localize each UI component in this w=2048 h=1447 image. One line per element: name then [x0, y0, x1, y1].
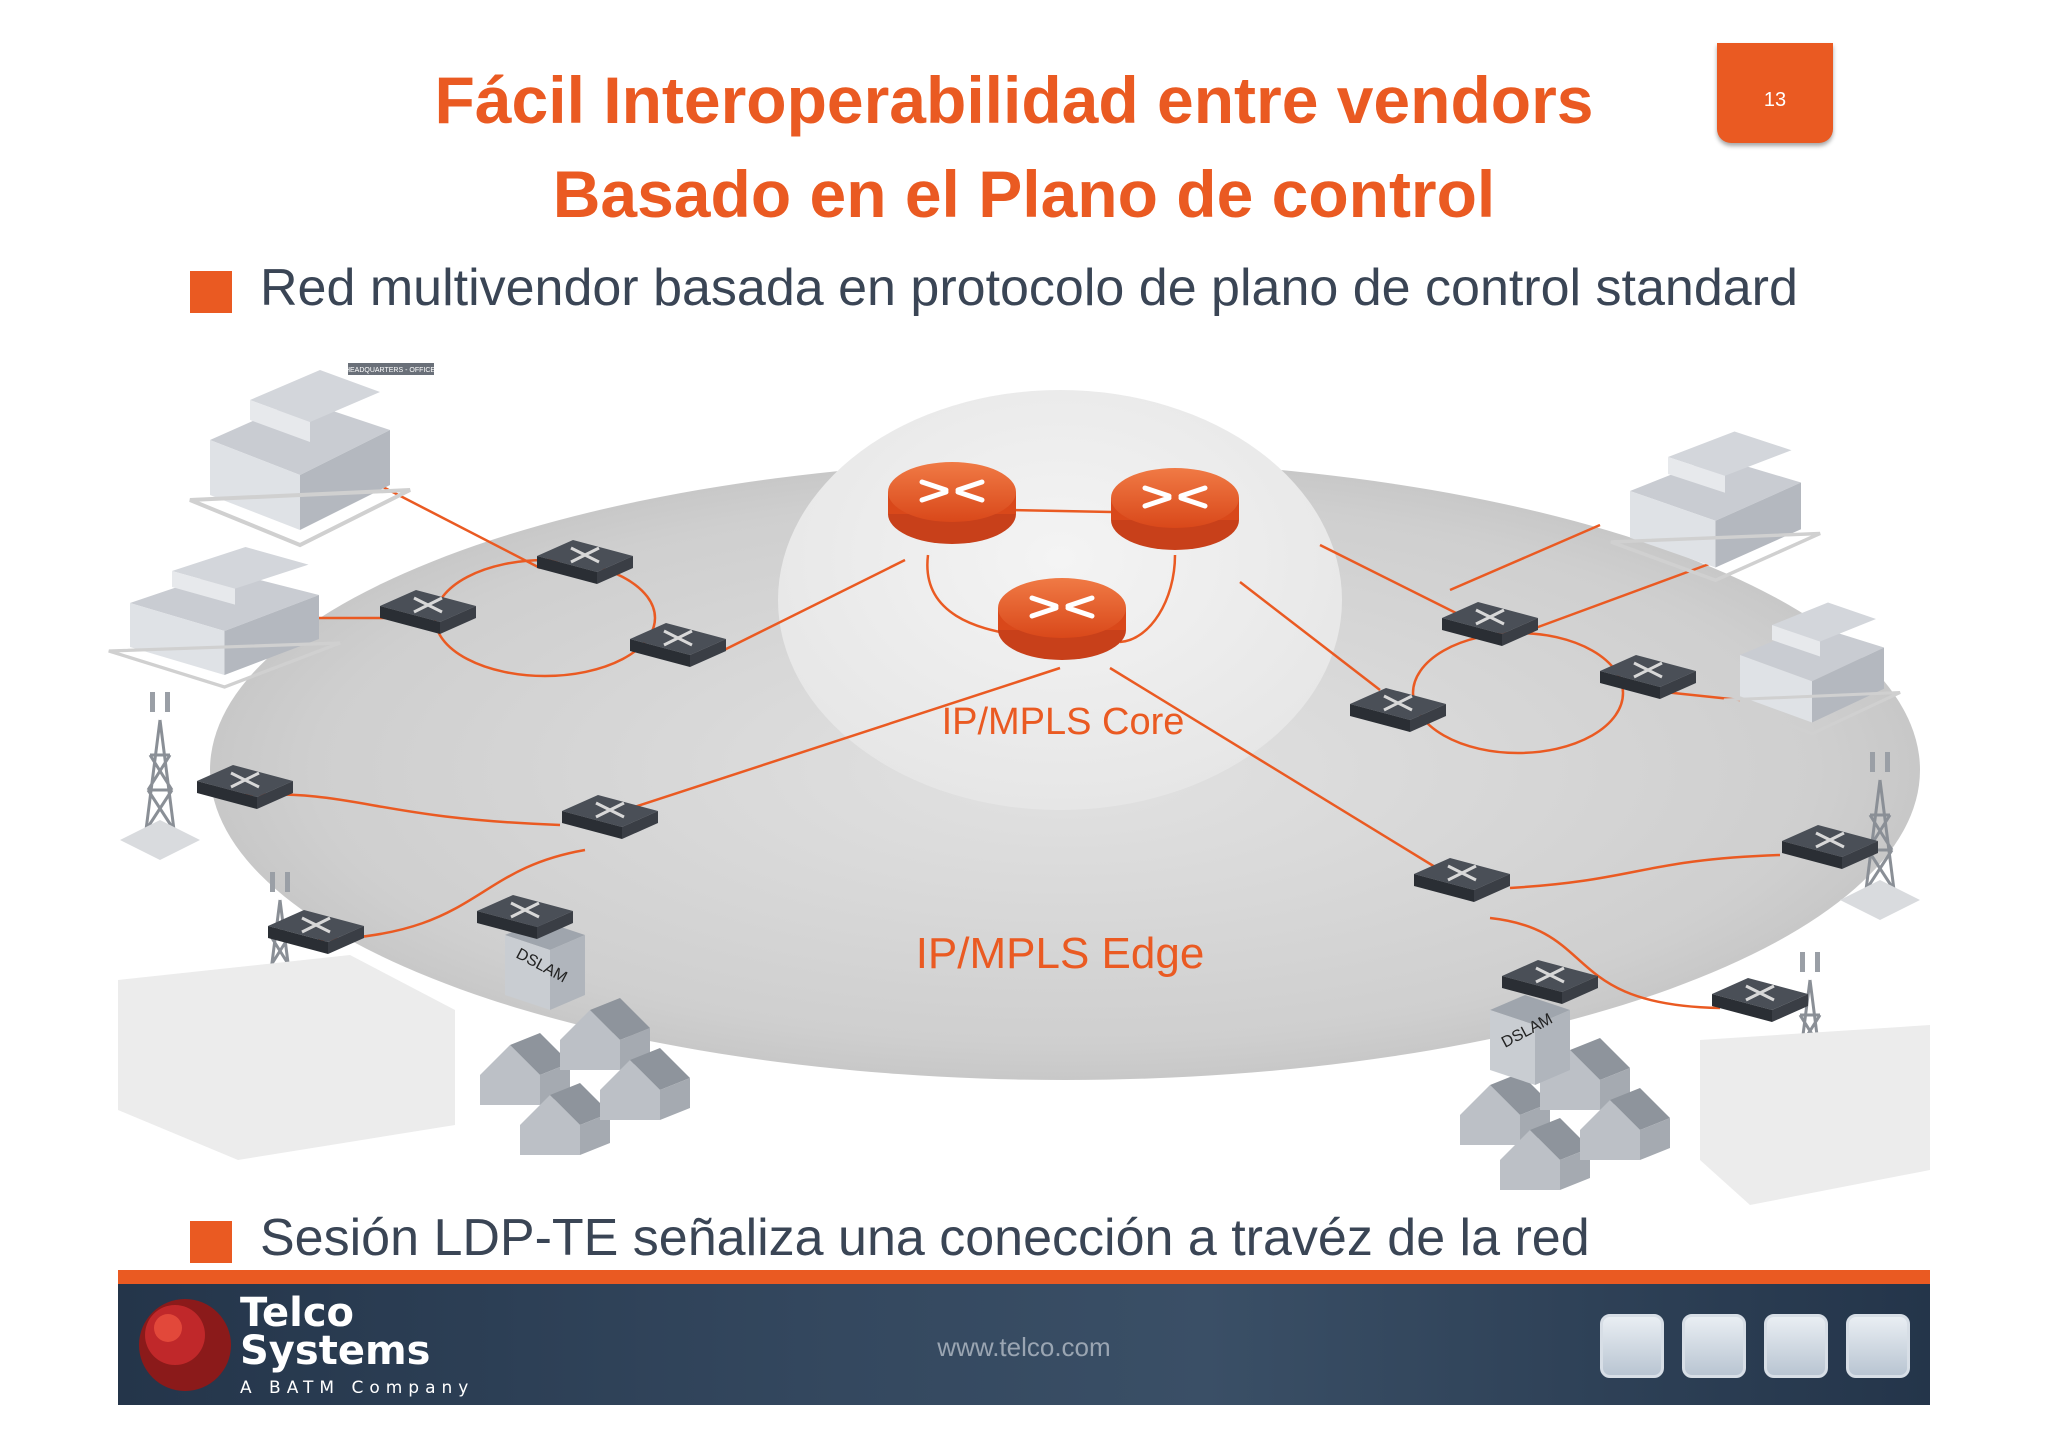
buildings-icon: [1600, 1314, 1664, 1378]
antenna-icon: [1682, 1314, 1746, 1378]
logo-tagline: A BATM Company: [240, 1378, 475, 1398]
bullet-square-icon: [190, 271, 232, 313]
footer-url: www.telco.com: [937, 1332, 1111, 1362]
bullet-text: Sesión LDP-TE señaliza una conección a t…: [260, 1209, 1590, 1267]
residential-block-left: [118, 955, 455, 1160]
telco-globe-logo-icon: [139, 1299, 231, 1391]
core-network-label: IP/MPLS Core: [942, 701, 1185, 743]
page-number-badge: 13: [1717, 43, 1833, 143]
cloud-icon: [1764, 1314, 1828, 1378]
dslam-left: DSLAM: [475, 893, 585, 1010]
logo-text-telco: Telco: [240, 1290, 355, 1336]
core-router-icon: [998, 578, 1126, 660]
bullet-square-icon: [190, 1221, 232, 1263]
network-card-icon: [1846, 1314, 1910, 1378]
slide-title-line-2: Basado en el Plano de control: [552, 157, 1496, 231]
bullet-text: Red multivendor basada en protocolo de p…: [260, 259, 1798, 317]
residential-block-right: [1700, 1025, 1930, 1205]
edge-switch-icon: [1710, 976, 1810, 1024]
core-router-icon: [1111, 468, 1239, 550]
core-router-icon: [888, 462, 1016, 544]
logo-text-systems: Systems: [240, 1328, 431, 1374]
cell-tower-icon: [118, 690, 202, 862]
slide-title-line-1: Fácil Interoperabilidad entre vendors: [434, 63, 1594, 137]
edge-network-label: IP/MPLS Edge: [916, 929, 1205, 978]
dslam-right: DSLAM: [1490, 958, 1600, 1085]
building-sign-label: HEADQUARTERS - OFFICE: [345, 367, 435, 374]
footer-accent-bar: [118, 1270, 1930, 1284]
building-hq-top-left: HEADQUARTERS - OFFICE: [188, 363, 435, 547]
